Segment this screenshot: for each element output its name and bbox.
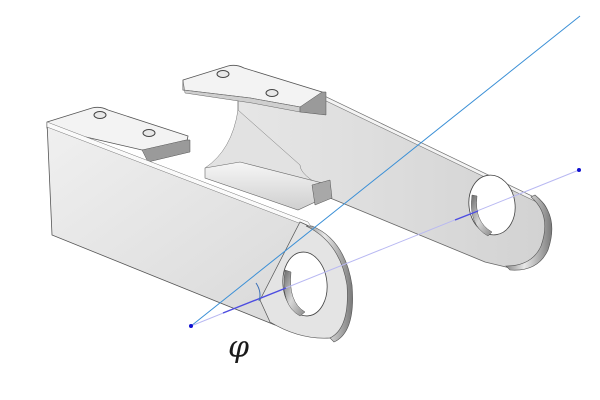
hole-axis-line-visible	[454, 210, 479, 221]
inner-web	[204, 109, 333, 211]
tab-hole	[93, 111, 107, 119]
origin-point	[189, 324, 193, 328]
back-mounting-tab	[182, 64, 327, 116]
angle-arc	[255, 282, 261, 302]
front-mounting-tab	[46, 106, 191, 163]
axis-end-point	[577, 168, 581, 172]
tab-hole	[265, 89, 279, 97]
tab-hole	[216, 70, 230, 78]
hole-axis-line-visible	[222, 287, 287, 314]
rotated-axis-line	[190, 15, 581, 327]
angle-phi-label: φ	[228, 330, 250, 365]
annotation-lines	[189, 15, 581, 328]
tab-hole	[142, 129, 156, 137]
